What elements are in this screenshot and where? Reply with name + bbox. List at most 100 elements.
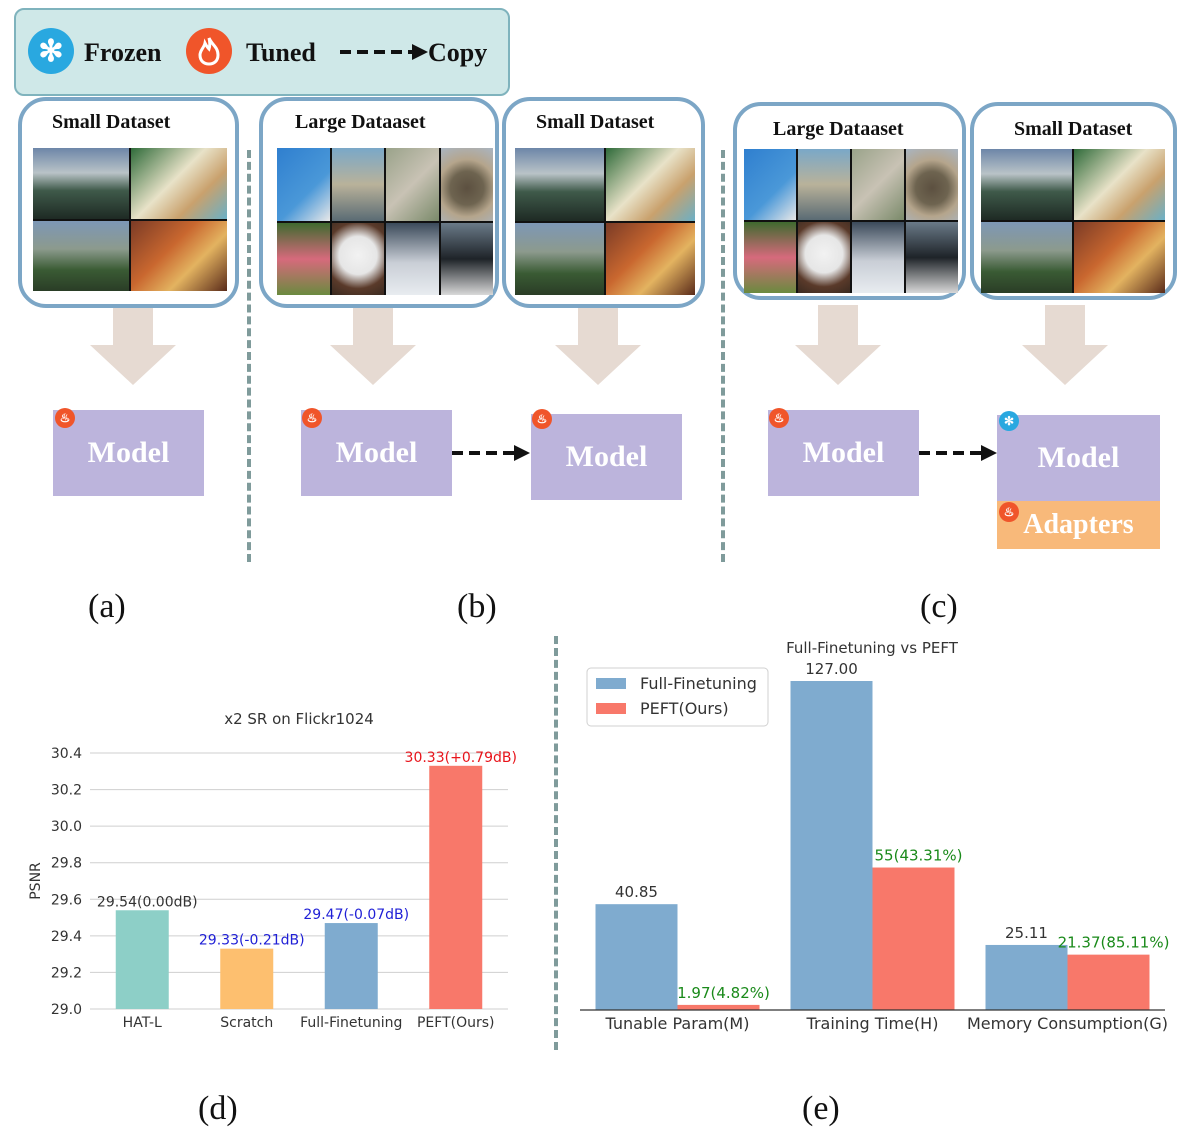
y-axis-label: PSNR xyxy=(28,862,44,900)
copy-arrow xyxy=(919,445,997,461)
x-tick-label: Memory Consumption(G) xyxy=(967,1014,1168,1033)
bird-image xyxy=(744,149,796,220)
mountain-lake-image xyxy=(515,148,604,221)
data-label: 127.00 xyxy=(805,660,858,678)
data-label: 29.33(-0.21dB) xyxy=(199,933,305,949)
people-image xyxy=(906,222,958,293)
down-arrow xyxy=(795,305,881,385)
large-dataset-images xyxy=(277,148,493,295)
mountain-lake-image xyxy=(981,149,1072,220)
duck-image xyxy=(331,148,384,221)
frozen-label: Frozen xyxy=(84,38,162,67)
snow-image xyxy=(852,222,904,293)
x-tick-label: Tunable Param(M) xyxy=(605,1014,750,1033)
flamingo-image xyxy=(744,222,796,293)
dataset-title: Large Dataaset xyxy=(773,118,904,140)
legend-label: PEFT(Ours) xyxy=(640,699,729,718)
stone-image xyxy=(906,149,958,220)
model-box: Model xyxy=(997,415,1160,501)
dataset-title: Small Dataset xyxy=(52,111,171,133)
snow-image xyxy=(386,222,439,295)
dog-image xyxy=(331,222,384,295)
people-image xyxy=(440,222,493,295)
down-arrow xyxy=(555,308,641,385)
data-label: 55(43.31%) xyxy=(875,847,963,865)
dataset-title: Small Dataset xyxy=(536,111,655,133)
panel-label-d: (d) xyxy=(198,1090,238,1127)
stone-image xyxy=(440,148,493,221)
y-tick-label: 29.6 xyxy=(51,892,82,908)
small-dataset-box: Small Dataset xyxy=(18,97,239,308)
small-dataset-images xyxy=(981,149,1165,293)
y-tick-label: 30.4 xyxy=(51,746,82,762)
model-box: Model xyxy=(531,414,682,500)
copy-arrow xyxy=(452,445,530,461)
rocks-image xyxy=(386,148,439,221)
flamingo-image xyxy=(277,222,330,295)
bar xyxy=(595,904,678,1010)
chart-title: x2 SR on Flickr1024 xyxy=(224,710,374,728)
x-tick-label: Scratch xyxy=(220,1015,273,1031)
flame-icon: ♨ xyxy=(999,502,1019,522)
small-dataset-box: Small Dataset xyxy=(970,102,1177,300)
bar xyxy=(324,923,378,1009)
model-box: Model xyxy=(301,410,452,496)
tuned-label: Tuned xyxy=(246,38,316,67)
data-label: 29.47(-0.07dB) xyxy=(303,907,409,923)
legend-swatch xyxy=(596,678,626,689)
copy-label: Copy xyxy=(428,38,488,67)
palm-resort-image xyxy=(131,148,227,219)
flame-icon: ♨ xyxy=(55,408,75,428)
valley-forest-image xyxy=(33,220,129,291)
duck-image xyxy=(798,149,850,220)
market-image xyxy=(131,220,227,291)
y-tick-label: 30.2 xyxy=(51,783,82,799)
panel-label-c: (c) xyxy=(920,588,958,625)
market-image xyxy=(1074,222,1165,293)
legend-frame xyxy=(586,667,769,727)
bar xyxy=(429,765,483,1009)
y-tick-label: 30.0 xyxy=(51,819,82,835)
valley-forest-image xyxy=(515,222,604,295)
separator-de xyxy=(554,636,558,1050)
copy-arrow xyxy=(340,44,428,60)
large-dataset-box: Large Dataaset xyxy=(259,97,499,308)
y-tick-label: 29.4 xyxy=(51,929,82,945)
flame-icon: ♨ xyxy=(532,409,552,429)
palm-resort-image xyxy=(1074,149,1165,220)
bar xyxy=(220,948,274,1009)
y-tick-label: 29.2 xyxy=(51,965,82,981)
bar xyxy=(677,1004,760,1010)
large-dataset-box: Large Dataaset xyxy=(733,102,966,300)
panel-label-a: (a) xyxy=(88,588,126,625)
chart-e: Full-Finetuning vs PEFT40.851.97(4.82%)T… xyxy=(580,639,1169,1033)
valley-forest-image xyxy=(981,222,1072,293)
small-dataset-images xyxy=(33,148,227,291)
data-label: 30.33(+0.79dB) xyxy=(405,750,517,766)
bar xyxy=(115,910,169,1009)
large-dataset-images xyxy=(744,149,958,293)
flame-icon: ♨ xyxy=(302,408,322,428)
flame-icon: ♨ xyxy=(769,408,789,428)
dog-image xyxy=(798,222,850,293)
data-label: 29.54(0.00dB) xyxy=(97,894,198,910)
mountain-lake-image xyxy=(33,148,129,219)
model-box: Model xyxy=(768,410,919,496)
data-label: 25.11 xyxy=(1005,924,1048,942)
legend-label: Full-Finetuning xyxy=(640,674,757,693)
dataset-title: Small Dataset xyxy=(1014,118,1133,140)
rocks-image xyxy=(852,149,904,220)
separator-bc xyxy=(721,150,725,562)
down-arrow xyxy=(330,308,416,385)
dataset-title: Large Dataaset xyxy=(295,111,426,133)
adapters-box: Adapters xyxy=(997,501,1160,549)
small-dataset-images xyxy=(515,148,695,295)
y-tick-label: 29.0 xyxy=(51,1002,82,1018)
separator-ab xyxy=(247,150,251,562)
chart-d: x2 SR on Flickr1024 29.0 29.2 29.4 29.6 29.8 3… xyxy=(28,710,517,1031)
data-label: 1.97(4.82%) xyxy=(677,984,770,1002)
y-tick-label: 29.8 xyxy=(51,856,82,872)
legend-swatch xyxy=(596,703,626,714)
market-image xyxy=(606,222,695,295)
